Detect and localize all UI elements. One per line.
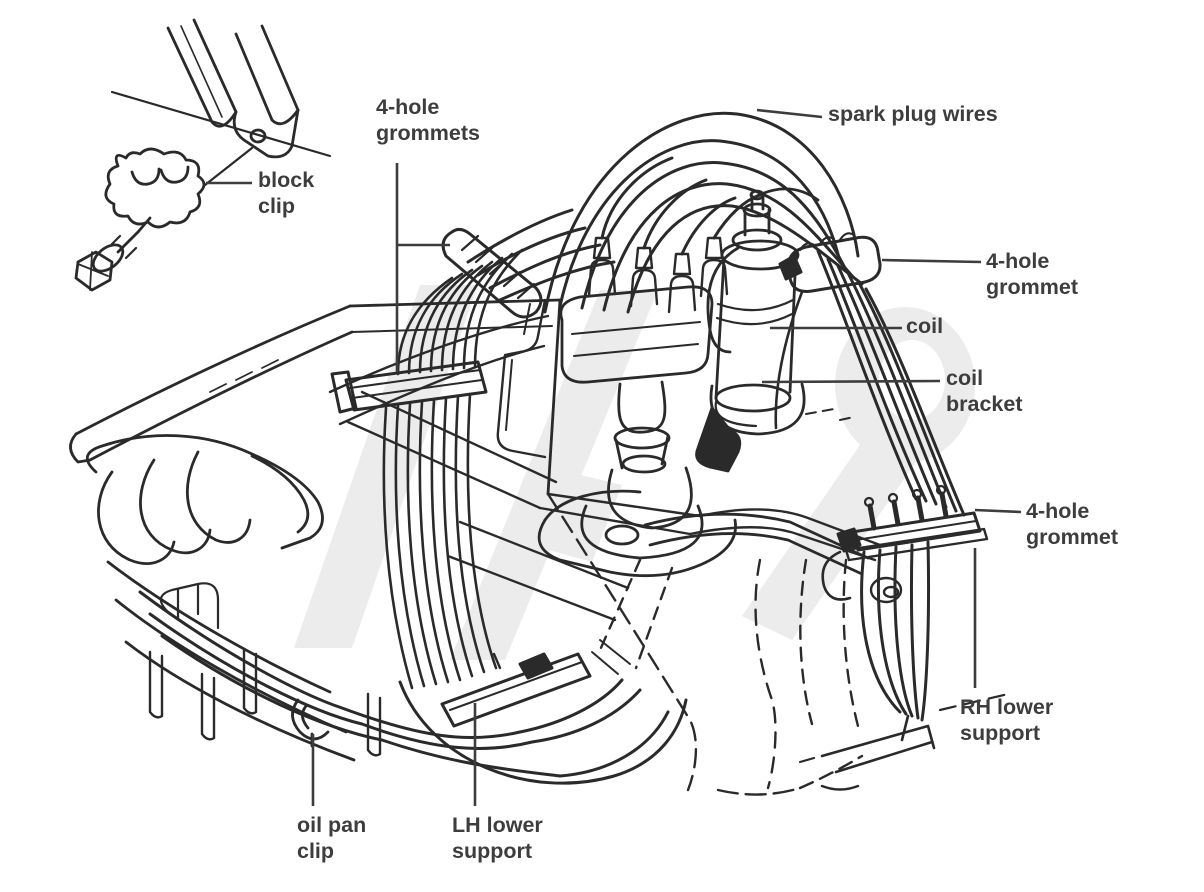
grommet-lower-left (330, 360, 488, 414)
leader-spark-plug-wires (756, 108, 823, 119)
right-bundle (774, 232, 1010, 791)
leader-coil-bracket (761, 379, 941, 384)
leader-four-hole-grommet-upper (881, 258, 982, 264)
leader-lines (206, 108, 1022, 806)
label-four-hole-grommet-upper: 4-hole grommet (986, 249, 1078, 299)
leader-four-hole-grommet-lower (974, 508, 1022, 514)
label-rh-lower-support: RH lower support (960, 695, 1054, 745)
label-block-clip: block clip (258, 168, 315, 218)
grommet-top-right (778, 232, 882, 293)
block-clip-inset (74, 18, 332, 292)
block-clip-part (104, 147, 206, 229)
exhaust-manifold (86, 434, 324, 550)
lh-lower-support-part (440, 639, 631, 728)
label-oil-pan-clip: oil pan clip (297, 813, 367, 863)
bottom-run (138, 590, 688, 785)
spark-plug-wires-art (466, 111, 864, 314)
label-coil: coil (906, 314, 944, 338)
left-bundle (330, 227, 547, 690)
label-four-hole-grommets: 4-hole grommets (376, 95, 480, 145)
label-four-hole-grommet-lower: 4-hole grommet (1026, 499, 1118, 549)
oil-pan-studs (148, 648, 382, 757)
engine-block (69, 298, 562, 762)
label-coil-bracket: coil bracket (946, 366, 1023, 416)
label-spark-plug-wires: spark plug wires (828, 102, 998, 126)
rh-lower-support-part (821, 550, 852, 601)
label-lh-lower-support: LH lower support (452, 813, 543, 863)
bell-housing (546, 492, 903, 796)
coil-part (695, 187, 820, 473)
grommet-lower-right (836, 484, 989, 562)
leader-four-hole-grommets (395, 163, 450, 372)
